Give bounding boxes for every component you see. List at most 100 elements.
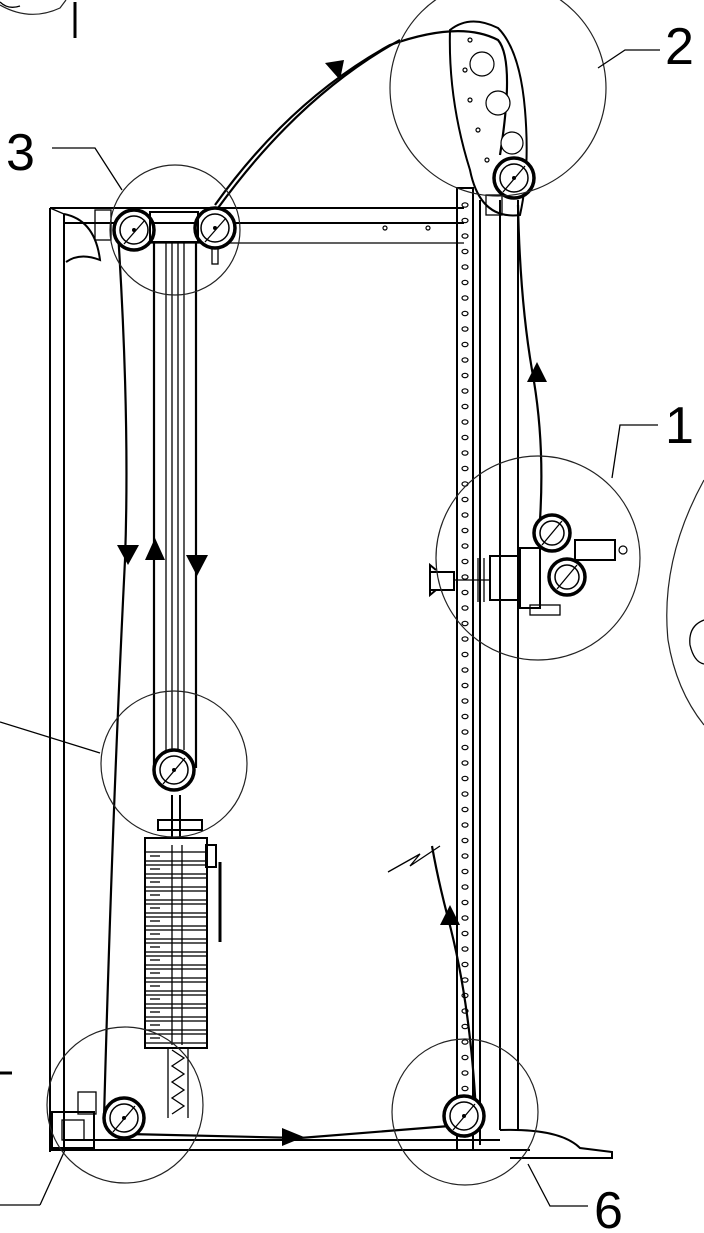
column-hole bbox=[461, 1039, 469, 1045]
column-hole bbox=[461, 837, 469, 844]
weight-plates bbox=[144, 851, 208, 1044]
column-hole bbox=[461, 620, 469, 627]
callout-label-1: 1 bbox=[665, 397, 694, 455]
column-hole bbox=[461, 496, 469, 503]
flow-arrows bbox=[117, 60, 547, 1146]
weight-plate bbox=[144, 890, 208, 901]
column-hole bbox=[461, 279, 469, 286]
column-hole bbox=[461, 760, 469, 766]
column-hole bbox=[461, 729, 469, 735]
callout-label-3: 3 bbox=[6, 124, 35, 182]
weight-plate bbox=[144, 1020, 208, 1031]
pulley-bottom-left bbox=[102, 1096, 146, 1140]
column-hole bbox=[461, 388, 469, 394]
column-hole bbox=[461, 264, 469, 270]
column-hole bbox=[461, 202, 469, 208]
weight-plate bbox=[144, 1033, 208, 1044]
column-hole bbox=[461, 589, 469, 596]
callout-label-6: 6 bbox=[594, 1182, 623, 1233]
column-hole bbox=[461, 1085, 469, 1092]
column-hole bbox=[461, 574, 469, 580]
detail-circle-3 bbox=[109, 164, 241, 296]
column-hole bbox=[461, 357, 469, 363]
pulley-top-left-b bbox=[193, 206, 237, 265]
column-hole bbox=[461, 930, 469, 937]
weight-plate bbox=[144, 929, 208, 940]
column-hole bbox=[461, 667, 469, 673]
column-hole bbox=[461, 217, 469, 224]
detail-circle-middle bbox=[100, 690, 248, 838]
frame bbox=[49, 187, 613, 1159]
column-hole bbox=[461, 527, 469, 534]
column-hole bbox=[461, 543, 469, 549]
top-pulley-bracket bbox=[149, 211, 199, 243]
weight-plate bbox=[144, 877, 208, 888]
column-hole bbox=[461, 1070, 469, 1076]
column-hole bbox=[461, 465, 469, 472]
detail-circle-bottom-left bbox=[46, 1026, 204, 1184]
weight-plate bbox=[144, 968, 208, 979]
arrow-left-down-1 bbox=[117, 545, 139, 565]
carriage-assembly bbox=[429, 513, 628, 616]
weight-plate bbox=[144, 916, 208, 927]
pulley-middle bbox=[152, 748, 196, 792]
column-hole bbox=[461, 822, 469, 828]
column-hole bbox=[461, 341, 469, 348]
cable bbox=[102, 30, 543, 1140]
arrow-diagonal-up bbox=[440, 905, 460, 925]
arrow-bottom-right bbox=[282, 1128, 304, 1146]
column-hole bbox=[461, 326, 469, 332]
leaders bbox=[52, 49, 660, 1207]
column-hole bbox=[461, 248, 469, 255]
edge-detail-right bbox=[666, 479, 704, 726]
column-hole bbox=[461, 791, 469, 797]
weight-plate bbox=[144, 994, 208, 1005]
column-hole bbox=[461, 946, 469, 952]
column-hole bbox=[461, 698, 469, 704]
column-hole bbox=[461, 853, 469, 859]
pulley-top-right bbox=[448, 20, 536, 217]
column-hole bbox=[461, 915, 469, 921]
pulley-top-left-a bbox=[112, 208, 156, 252]
column-hole bbox=[461, 419, 469, 425]
guide-rods bbox=[165, 243, 189, 1118]
column-hole bbox=[461, 775, 469, 782]
column-hole bbox=[461, 806, 469, 813]
column-holes bbox=[461, 202, 469, 1138]
detail-circles bbox=[46, 0, 641, 1186]
detail-circle-1 bbox=[435, 455, 641, 661]
weight-plate bbox=[144, 864, 208, 875]
column-hole bbox=[461, 744, 469, 751]
arrow-up-middle bbox=[145, 538, 165, 560]
column-hole bbox=[461, 233, 469, 239]
column-hole bbox=[461, 961, 469, 968]
column-hole bbox=[461, 1023, 469, 1030]
column-hole bbox=[461, 295, 469, 301]
column-hole bbox=[461, 899, 469, 906]
column-hole bbox=[461, 450, 469, 456]
column-hole bbox=[461, 884, 469, 890]
column-hole bbox=[461, 868, 469, 875]
column-hole bbox=[461, 512, 469, 518]
column-hole bbox=[461, 434, 469, 441]
column-hole bbox=[461, 310, 469, 317]
detail-circle-2 bbox=[389, 0, 607, 197]
arrow-down-right-middle bbox=[186, 555, 208, 576]
column-hole bbox=[461, 651, 469, 658]
detail-circle-6 bbox=[391, 1038, 539, 1186]
weight-plate bbox=[144, 942, 208, 953]
arrow-top-arc bbox=[325, 60, 344, 80]
column-hole bbox=[461, 636, 469, 642]
weight-plate bbox=[144, 1007, 208, 1018]
pulley-bottom-right bbox=[442, 1094, 486, 1138]
column-hole bbox=[461, 558, 469, 565]
column-hole bbox=[461, 713, 469, 720]
edge-detail-top-left bbox=[0, 0, 77, 38]
weight-plate bbox=[144, 955, 208, 966]
weight-plate bbox=[144, 981, 208, 992]
callout-label-2: 2 bbox=[665, 18, 694, 76]
column-hole bbox=[461, 403, 469, 410]
column-hole bbox=[461, 682, 469, 689]
column-hole bbox=[461, 372, 469, 379]
